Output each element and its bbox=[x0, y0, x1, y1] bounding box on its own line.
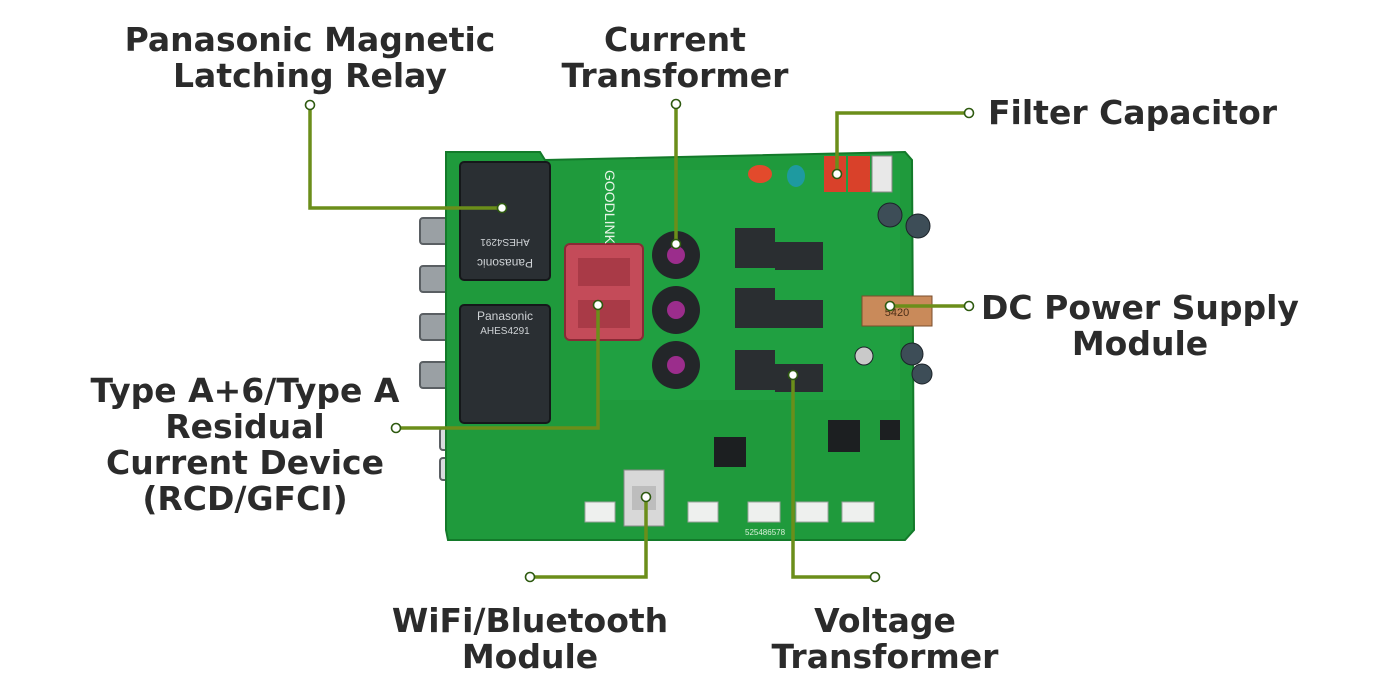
dot-filter-a bbox=[831, 168, 843, 180]
relay-1-part: AHES4291 bbox=[480, 236, 530, 247]
callout-wifi: WiFi/Bluetooth Module bbox=[380, 603, 680, 675]
white-connectors bbox=[584, 501, 875, 523]
leader-lines bbox=[308, 104, 969, 579]
leader-wifi bbox=[530, 497, 648, 579]
callout-rcd-line4: (RCD/GFCI) bbox=[142, 479, 348, 518]
dot-filter-b bbox=[963, 107, 975, 119]
callout-filter-capacitor: Filter Capacitor bbox=[988, 95, 1288, 131]
dot-vt-a bbox=[787, 369, 799, 381]
callout-relay-line1: Panasonic Magnetic bbox=[124, 20, 496, 59]
leader-filter bbox=[835, 111, 969, 174]
relay-2-part: AHES4291 bbox=[480, 326, 530, 337]
callout-vt-line1: Voltage bbox=[814, 601, 956, 640]
callout-vt-line2: Transformer bbox=[771, 637, 999, 676]
callout-relay-line2: Latching Relay bbox=[173, 56, 447, 95]
callout-ct-line1: Current bbox=[604, 20, 746, 59]
bottom-code: 525486578 bbox=[745, 528, 786, 537]
callout-dc-line1: DC Power Supply bbox=[981, 288, 1299, 327]
dot-dc-a bbox=[884, 300, 896, 312]
dot-rcd-b bbox=[592, 299, 604, 311]
relay-2-brand: Panasonic bbox=[477, 309, 533, 323]
dot-wifi-a bbox=[524, 571, 536, 583]
callout-rcd: Type A+6/Type A Residual Current Device … bbox=[80, 373, 410, 517]
dot-dc-b bbox=[963, 300, 975, 312]
voltage-transformer-blocks bbox=[735, 228, 823, 392]
callout-rcd-line2: Residual bbox=[165, 407, 325, 446]
dot-vt-b bbox=[869, 571, 881, 583]
leader-endpoints bbox=[304, 98, 975, 583]
callout-wifi-line2: Module bbox=[461, 637, 599, 676]
callout-voltage-transformer: Voltage Transformer bbox=[760, 603, 1010, 675]
ic-chips bbox=[714, 420, 900, 467]
callout-dc-line2: Module bbox=[1071, 324, 1209, 363]
rcd-module bbox=[564, 243, 644, 341]
dot-relay-b bbox=[496, 202, 508, 214]
dot-ct-b bbox=[670, 238, 682, 250]
callout-current-transformer: Current Transformer bbox=[530, 22, 820, 94]
dot-wifi-b bbox=[640, 491, 652, 503]
leader-vt bbox=[791, 375, 875, 579]
callout-filter-line1: Filter Capacitor bbox=[988, 93, 1278, 132]
relay-1-brand: Panasonic bbox=[477, 256, 533, 270]
relay-1: Panasonic AHES4291 bbox=[459, 161, 551, 281]
dot-relay-a bbox=[304, 99, 316, 111]
electrolytic-capacitors bbox=[854, 202, 933, 385]
dot-ct-a bbox=[670, 98, 682, 110]
dc-power-module: 5420 bbox=[861, 295, 933, 327]
leader-relay bbox=[308, 105, 502, 210]
relay-2: Panasonic AHES4291 bbox=[459, 304, 551, 424]
callout-rcd-line1: Type A+6/Type A bbox=[90, 371, 400, 410]
leader-rcd bbox=[396, 305, 600, 430]
callout-dc-power: DC Power Supply Module bbox=[975, 290, 1305, 362]
brand-silkscreen: GOODLINK bbox=[602, 170, 618, 245]
callout-rcd-line3: Current Device bbox=[106, 443, 384, 482]
current-transformers bbox=[652, 231, 700, 389]
callout-ct-line2: Transformer bbox=[561, 56, 789, 95]
dot-rcd-a bbox=[390, 422, 402, 434]
callout-relay: Panasonic Magnetic Latching Relay bbox=[100, 22, 520, 94]
callout-wifi-line1: WiFi/Bluetooth bbox=[391, 601, 669, 640]
